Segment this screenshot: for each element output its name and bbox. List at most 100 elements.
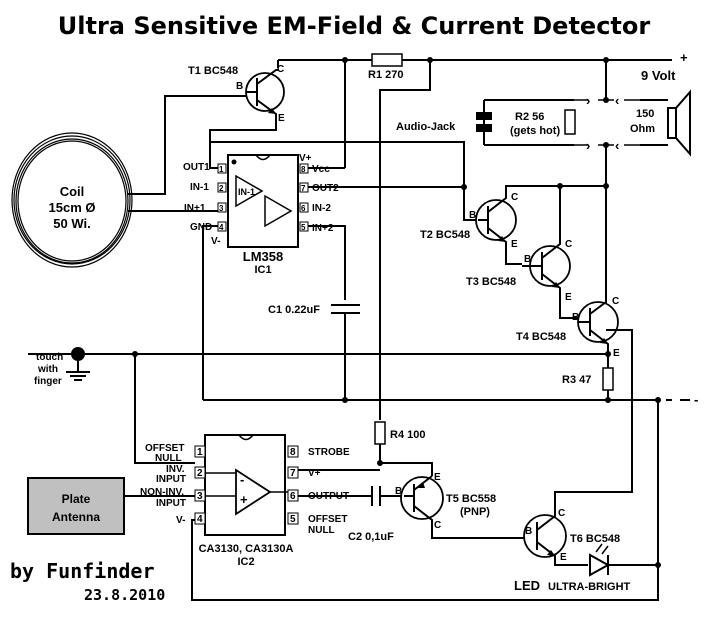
c2-label: C2 0,1uF [348,531,394,543]
led-diode [589,543,658,577]
ic2-pin-number: 5 [290,514,296,525]
diagram-title: Ultra Sensitive EM-Field & Current Detec… [58,12,651,40]
ic1-pin-number: 4 [219,223,224,232]
t2-pin-e: E [511,239,518,250]
audio-jack-plug [476,112,492,120]
junction-dot [603,142,609,148]
ic2-offset-null-label: OFFSET [145,443,184,454]
ic2-inv-input-wire [134,354,195,464]
ground-return-wire [191,400,659,601]
ic1-gnd-wire [202,225,218,400]
ic1-vminus-label: V- [211,236,220,247]
t6-pin-b: B [525,526,532,537]
audio-jack-label: Audio-Jack [396,121,456,133]
junction-dot [342,57,348,63]
junction-dot [342,397,348,403]
t3-transistor [522,186,578,319]
touch-label: touch [36,352,63,363]
ic2-pin-number: 8 [290,447,296,458]
ic2-pin-number: 1 [197,447,203,458]
ic1-vcc-label: Vcc [312,164,330,175]
ic2-ref-label: IC2 [237,556,254,568]
c2-capacitor [371,486,381,506]
supply-minus-sign: - [694,392,698,407]
c1-capacitor [331,304,360,314]
ic2-part-label: CA3130, CA3130A [199,543,294,555]
junction-dot [377,460,383,466]
t5-label: T5 BC558 [446,493,496,505]
plate-antenna-label: Plate [62,492,91,506]
ic2-inv-input-label-2: INPUT [156,474,186,485]
ic1-in-plus1-label: IN+1 [184,203,206,214]
ic1-vplus-label: V+ [299,153,312,164]
t4-pin-b: B [572,312,579,323]
r1-label: R1 270 [368,69,403,81]
coil-windings: 50 Wi. [53,216,90,231]
junction-dot [461,184,467,190]
junction-dot [603,57,609,63]
speaker-impedance: 150 [636,108,654,120]
t3-label: T3 BC548 [466,276,516,288]
ic2-pin-number: 2 [197,468,203,479]
switch-arrow: ‹ [615,138,619,153]
r3-resistor [602,367,614,391]
ic2-pin-number: 4 [197,514,203,525]
r2-label: R2 56 [515,111,544,123]
c1-label: C1 0.22uF [268,304,320,316]
ic1-in-minus2-label: IN-2 [312,203,331,214]
junction-dot [603,97,609,103]
t1-pin-e: E [278,113,285,124]
ic1-out1-to-t2-wire [209,141,478,221]
plate-antenna-label-2: Antenna [52,510,100,524]
ic2-minus-sign: - [240,472,244,487]
r2-resistor [564,109,576,135]
ic2-pin-number: 6 [290,491,296,502]
supply-voltage-label: 9 Volt [641,68,676,83]
junction-dot [557,183,563,189]
audio-jack-plug [476,124,492,132]
plate-antenna[interactable] [27,477,125,535]
touch-label-2: with [37,364,58,375]
ic2-offset-null-b-label: OFFSET [308,514,347,525]
coil-label: Coil [60,184,85,199]
r4-wire [379,444,433,476]
t2-label: T2 BC548 [420,229,470,241]
t1-pin-b: B [236,81,243,92]
ic2-strobe-label: STROBE [308,447,350,458]
coil-wire-top [128,95,246,195]
switch-arrow: › [586,93,590,108]
ic2-noninv-input-label-2: INPUT [156,498,186,509]
t5-pin-b: B [395,486,402,497]
r2-note: (gets hot) [510,125,560,137]
coil [11,132,133,268]
author-signature: by Funfinder [10,559,155,583]
t5-pin-e: E [434,472,441,483]
t2-pin-c: C [511,192,518,203]
r4-resistor [374,421,386,445]
t4-label: T4 BC548 [516,331,566,343]
ic2-inv-input-label: INV. [166,464,185,475]
ic2-offset-null-label-2: NULL [155,453,182,464]
ic2-output-wire [298,469,372,497]
ic2-noninv-input-label: NON-INV. [140,487,184,498]
ic2-pin-number: 7 [290,468,296,479]
t5-transistor [400,475,548,539]
t4-transistor [577,296,619,368]
ic1-part-label: LM358 [243,249,283,264]
switch-arrow: ‹ [615,93,619,108]
ic1-in-minus1-label: IN-1 [190,182,209,193]
ic2-pin-number: 3 [197,491,203,502]
ic1-in-plus2-wire [308,225,346,300]
switch-arrow: › [586,138,590,153]
t1-label: T1 BC548 [188,65,238,77]
speaker [640,89,691,157]
ic2-plus-sign: + [240,492,248,507]
ic2-offset-null-b-label-2: NULL [308,525,335,536]
r1-resistor [371,53,403,67]
t6-pin-e: E [560,552,567,563]
junction-dot [427,57,433,63]
t2-pin-b: B [469,210,476,221]
t5-pin-c: C [434,520,441,531]
t3-pin-b: B [524,254,531,265]
